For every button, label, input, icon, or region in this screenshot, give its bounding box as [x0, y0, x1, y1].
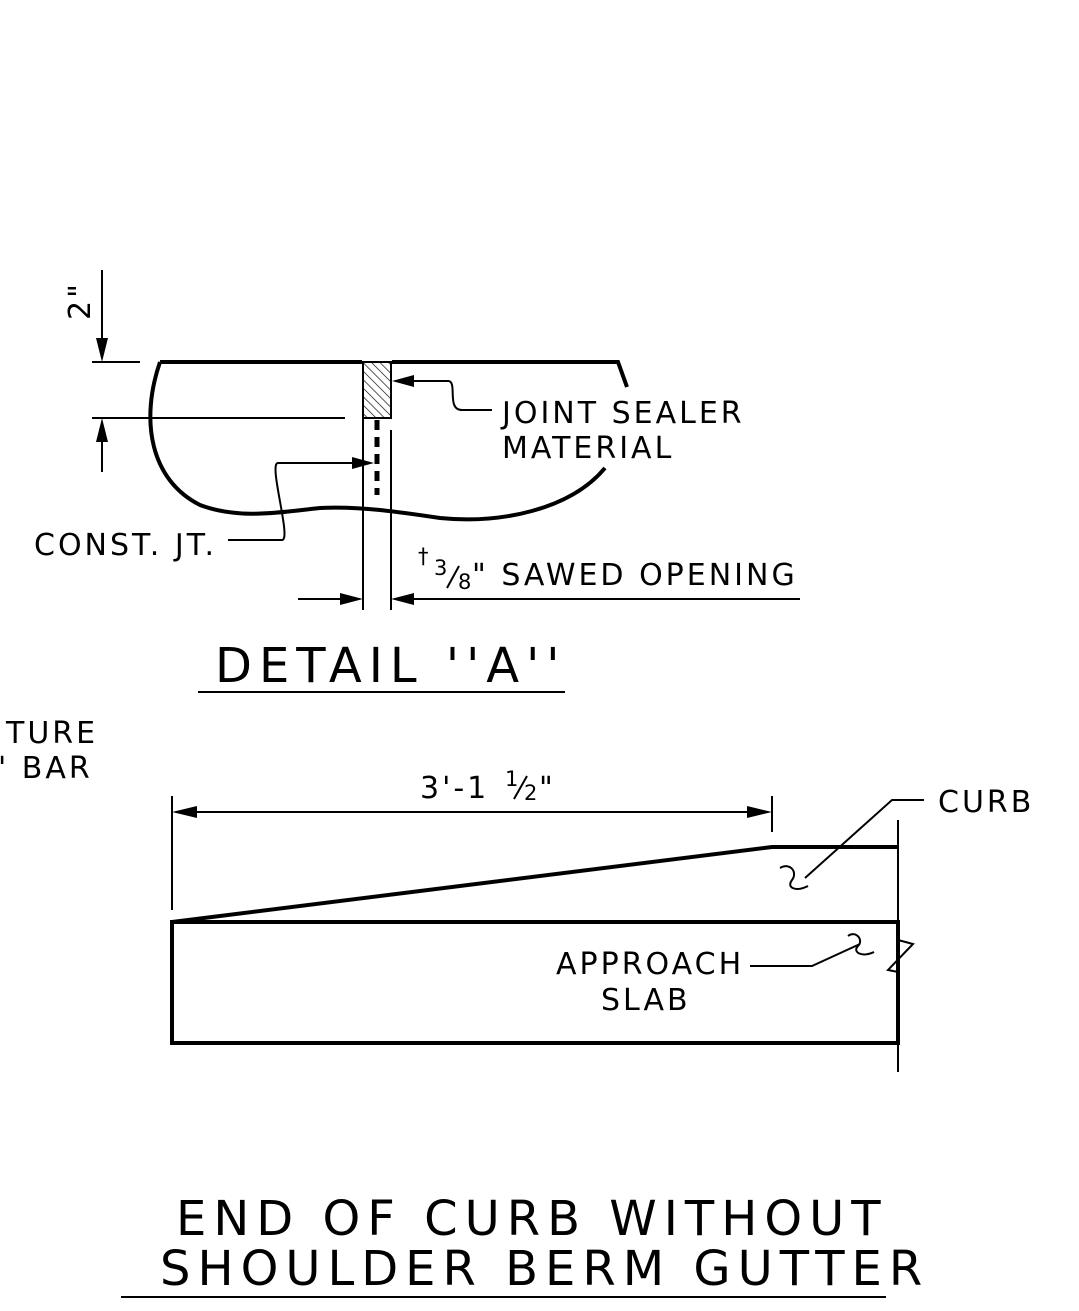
end-of-curb-title-line1: END OF CURB WITHOUT [176, 1191, 888, 1247]
cropped-label-line2: ' BAR [0, 751, 93, 786]
opening-dim-arrowhead-left [340, 593, 363, 605]
slab-top-edge-right [392, 360, 629, 388]
curb-label: CURB [938, 785, 1034, 820]
depth-arrowhead-down [96, 338, 108, 362]
opening-fraction-denominator: 8 [458, 570, 471, 594]
approach-slab-leader-squiggle [847, 933, 875, 956]
cropped-label-line1: TURE [5, 716, 98, 751]
joint-sealer-label-line2: MATERIAL [502, 431, 674, 466]
sealer-leader-line [412, 380, 492, 411]
const-jt-leader-arrowhead [352, 457, 374, 469]
curb-dim-arrowhead-right [747, 806, 772, 818]
opening-dagger: † [418, 544, 429, 568]
end-of-curb-detail: 3'-1 1 2 " CURB APPROACH SLAB END OF CUR… [121, 767, 1034, 1298]
opening-fraction-numerator: 3 [434, 556, 447, 580]
joint-sealer-hatch [362, 361, 392, 419]
curb-leader-squiggle [779, 865, 809, 890]
slab-break-outline [148, 361, 607, 522]
curb-dim-fraction-bar [513, 775, 528, 800]
approach-slab-leader-line [750, 943, 861, 967]
curb-dim-arrowhead-left [172, 806, 197, 818]
curb-dim-fraction-numerator: 1 [505, 767, 518, 791]
detail-a: 2" JOINT SEALER MATERIAL CONST. JT. † 3 … [34, 270, 800, 694]
approach-slab-label-line2: SLAB [601, 983, 691, 1018]
opening-dim-arrowhead-right [391, 593, 414, 605]
curb-taper-line [171, 845, 898, 924]
joint-sealer-label-line1: JOINT SEALER [500, 396, 745, 431]
sawed-opening-label: " SAWED OPENING [472, 558, 798, 593]
const-jt-leader-line [228, 462, 354, 541]
depth-arrowhead-up [96, 418, 108, 442]
curb-dim-label-suffix: " [539, 771, 556, 806]
slab-end-break-line [886, 820, 915, 1072]
approach-slab-outline [170, 920, 900, 1045]
const-jt-label: CONST. JT. [34, 528, 217, 563]
curb-dim-label-prefix: 3'-1 [420, 771, 489, 806]
curb-dim-fraction-denominator: 2 [524, 781, 537, 805]
end-of-curb-title-line2: SHOULDER BERM GUTTER [160, 1241, 929, 1297]
depth-dimension-label: 2" [63, 281, 98, 320]
opening-fraction-bar [446, 565, 460, 589]
approach-slab-label-line1: APPROACH [556, 947, 744, 982]
curb-leader-line [804, 799, 924, 879]
detail-a-title: DETAIL ''A'' [215, 638, 567, 694]
sealer-leader-arrowhead [392, 375, 414, 387]
